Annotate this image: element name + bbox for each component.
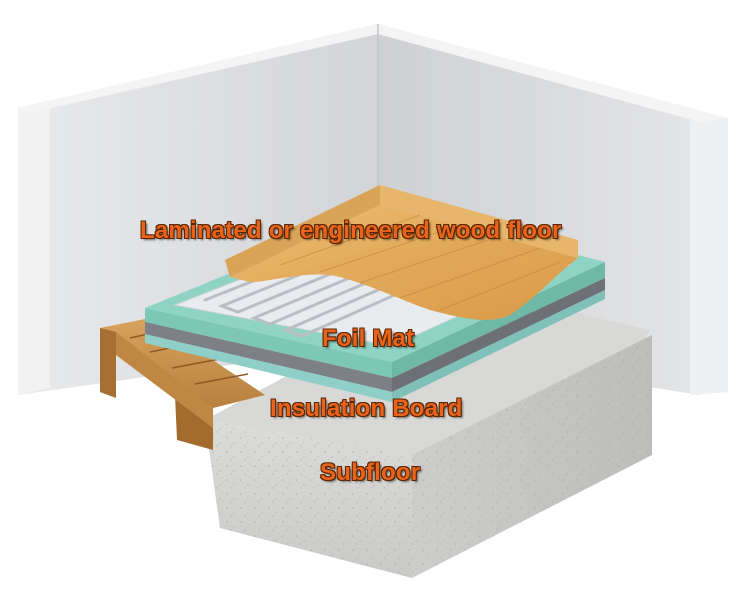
wood-floor-label: Laminated or engineered wood floor	[140, 217, 562, 245]
insulation-board-label: Insulation Board	[270, 395, 463, 423]
subfloor-label: Subfloor	[320, 459, 420, 487]
right-wall-edge	[690, 112, 728, 395]
joist-front-1	[100, 328, 116, 398]
foil-mat-label: Foil Mat	[322, 325, 414, 353]
left-wall-edge	[18, 100, 50, 395]
